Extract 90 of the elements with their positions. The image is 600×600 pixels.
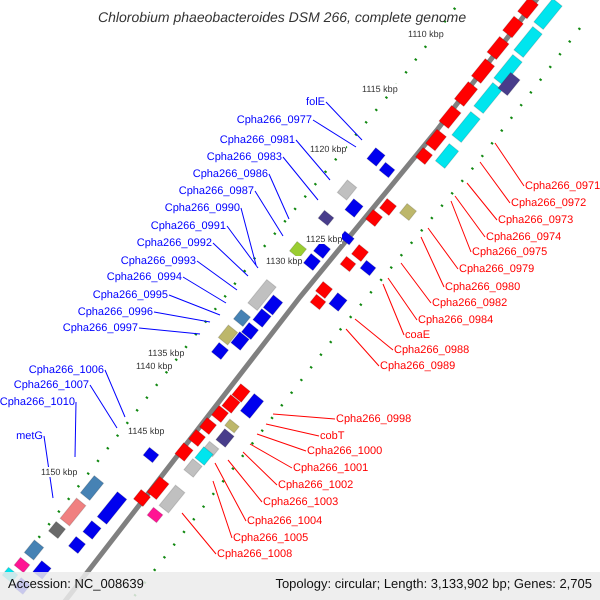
genome-summary-text: Topology: circular; Length: 3,133,902 bp; Genes: 2,705 — [275, 576, 592, 592]
leader-line — [44, 436, 54, 498]
gene-label: Cpha266_0998 — [336, 412, 412, 426]
gene-label: Cpha266_0993 — [120, 254, 196, 268]
gene-label: Cpha266_0987 — [178, 184, 254, 198]
gene-label: Cpha266_1000 — [307, 444, 382, 458]
gene-label: Cpha266_0988 — [394, 343, 470, 357]
gene-label: Cpha266_0973 — [498, 213, 574, 227]
gene-label: Cpha266_1002 — [278, 478, 354, 492]
gene-label: Cpha266_1003 — [263, 495, 338, 509]
leader-line — [240, 208, 256, 266]
leader-line — [326, 102, 362, 140]
gene-label: Cpha266_0979 — [459, 262, 534, 276]
leader-line — [228, 460, 262, 502]
gene-label: Cpha266_0992 — [136, 236, 212, 250]
leader-line — [182, 276, 226, 304]
gene-label: Cpha266_0997 — [62, 321, 138, 335]
gene-label: folE — [306, 95, 325, 109]
leader-line — [90, 384, 118, 428]
leader-line — [268, 174, 290, 220]
gene-label: Cpha266_0984 — [418, 313, 494, 327]
scale-tick-label: 1120 kbp — [310, 144, 346, 154]
leader-line — [272, 414, 336, 420]
gene-label: Cpha266_1008 — [217, 547, 292, 561]
leader-line — [296, 140, 330, 180]
leader-line — [420, 236, 444, 288]
gene-label: coaE — [405, 328, 430, 342]
gene-label: Cpha266_0991 — [150, 219, 226, 233]
scale-tick-label: 1110 kbp — [408, 29, 444, 39]
gene-label: Cpha266_0989 — [380, 359, 456, 373]
gene-label: Cpha266_0972 — [511, 196, 586, 210]
leader-line — [212, 242, 248, 276]
leader-line — [480, 162, 510, 204]
gene-label: Cpha266_1005 — [233, 531, 308, 545]
scale-tick-label: 1145 kbp — [128, 426, 164, 436]
leader-line — [494, 142, 524, 186]
gene-label: Cpha266_0971 — [525, 179, 600, 193]
gene-label: Cpha266_0977 — [236, 113, 312, 127]
leader-line — [282, 156, 318, 200]
gene-label: Cpha266_0986 — [192, 167, 268, 181]
gene-label: Cpha266_0980 — [445, 280, 520, 294]
leader-line — [256, 434, 306, 452]
gene-label: Cpha266_0995 — [92, 288, 168, 302]
leader-line — [428, 228, 458, 270]
leader-line — [466, 182, 498, 220]
leader-line — [450, 200, 472, 252]
gene-label: Cpha266_0974 — [486, 230, 562, 244]
gene-label: cobT — [320, 429, 344, 443]
gene-label: metG — [16, 429, 43, 443]
leader-line — [74, 402, 76, 458]
leader-line — [154, 312, 210, 322]
leader-line — [388, 278, 418, 320]
gene-label: Cpha266_0996 — [78, 305, 153, 319]
gene-label: Cpha266_0975 — [472, 245, 548, 259]
gene-label: Cpha266_0994 — [106, 270, 182, 284]
leader-line — [354, 318, 394, 350]
leader-line — [242, 452, 278, 486]
scale-tick-label: 1135 kbp — [148, 348, 184, 358]
gene-label: Cpha266_1010 — [0, 395, 75, 409]
gene-label: Cpha266_1004 — [247, 514, 322, 528]
accession-text: Accession: NC_008639 — [8, 576, 144, 592]
leader-line — [254, 190, 284, 236]
leader-line — [168, 294, 220, 316]
leader-line — [382, 284, 404, 336]
leader-line — [346, 328, 380, 366]
leader-line — [226, 226, 258, 268]
leader-line — [104, 370, 126, 418]
leader-line — [250, 444, 292, 468]
leader-line — [212, 480, 232, 538]
leader-line — [312, 120, 356, 148]
scale-tick-label: 1140 kbp — [136, 361, 172, 371]
leader-line — [400, 262, 432, 304]
gene-label: Cpha266_1001 — [293, 461, 368, 475]
scale-tick-label: 1130 kbp — [266, 256, 302, 266]
leader-line — [214, 462, 246, 522]
leader-line — [196, 260, 238, 290]
scale-tick-label: 1115 kbp — [362, 84, 398, 94]
gene-label: Cpha266_0981 — [220, 133, 295, 147]
scale-tick-label: 1150 kbp — [41, 467, 78, 477]
gene-label: Cpha266_0982 — [432, 296, 508, 310]
gene-label: Cpha266_1006 — [28, 363, 104, 377]
leader-line — [138, 328, 200, 334]
gene-label: Cpha266_1007 — [14, 378, 89, 392]
leader-line — [454, 196, 486, 238]
leader-line — [266, 424, 320, 436]
leader-line — [182, 512, 216, 554]
gene-label: Cpha266_0983 — [206, 150, 282, 164]
scale-tick-label: 1125 kbp — [306, 234, 342, 244]
gene-label: Cpha266_0990 — [164, 201, 240, 215]
title: Chlorobium phaeobacteroides DSM 266, complete genome — [98, 9, 466, 25]
